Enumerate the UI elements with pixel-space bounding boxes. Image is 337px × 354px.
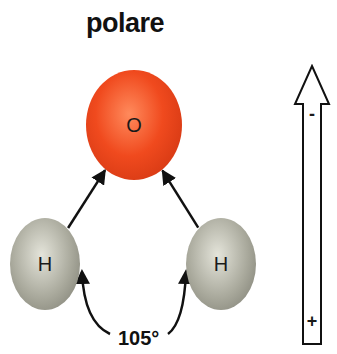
hydrogen-atom: H [186, 218, 256, 310]
angle-label: 105° [118, 327, 159, 350]
title: polare [0, 8, 250, 39]
hydrogen-atom: H [10, 218, 80, 310]
bond-arrow [68, 170, 105, 228]
charge-sign: + [307, 311, 318, 332]
oxygen-atom: O [86, 70, 182, 180]
angle-arc [82, 272, 110, 334]
angle-arc [168, 272, 186, 334]
atom-symbol: H [214, 253, 228, 276]
bond-arrow [163, 171, 199, 228]
charge-sign: - [309, 104, 315, 125]
atom-symbol: H [38, 253, 52, 276]
atom-symbol: O [126, 114, 142, 137]
dipole-arrow: -+ [293, 64, 331, 346]
